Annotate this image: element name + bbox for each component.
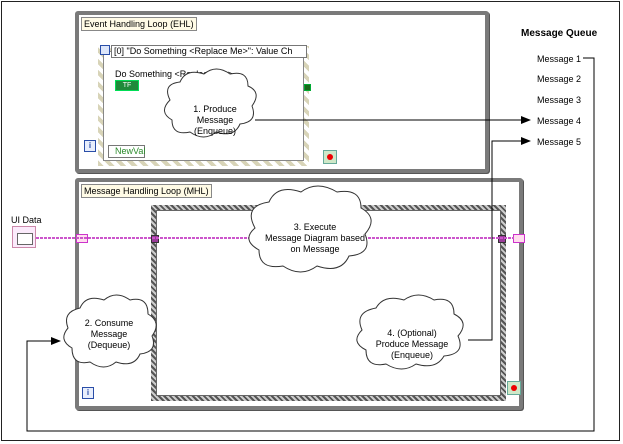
newval-label: NewVal xyxy=(115,146,146,156)
event-case-selector[interactable]: [0] "Do Something <Replace Me>": Value C… xyxy=(111,45,307,58)
mhl-iteration-icon: i xyxy=(82,387,94,399)
event-timeout-icon xyxy=(100,45,110,55)
message-queue-item: Message 5 xyxy=(537,137,582,147)
ehl-iteration-icon: i xyxy=(84,140,96,152)
document-icon xyxy=(17,233,33,245)
message-queue-item: Message 3 xyxy=(537,95,582,105)
ehl-label: Event Handling Loop (EHL) xyxy=(81,17,197,31)
message-queue-title: Message Queue xyxy=(521,28,598,39)
newval-node: NewVal xyxy=(108,145,145,158)
cloud-execute-text: 3. Execute Message Diagram based on Mess… xyxy=(264,222,366,254)
case-tunnel-right xyxy=(498,235,506,243)
event-right-tunnel xyxy=(304,84,311,91)
cloud-consume-text: 2. Consume Message (Dequeue) xyxy=(84,318,134,350)
boolean-terminal[interactable]: TF xyxy=(115,80,139,91)
control-label: Do Something <Replace Me> xyxy=(115,69,234,79)
mhl-label: Message Handling Loop (MHL) xyxy=(81,184,212,198)
message-queue-item: Message 4 xyxy=(537,116,582,126)
message-queue-item: Message 2 xyxy=(537,74,582,84)
shift-register-left xyxy=(76,234,88,243)
cloud-produce-text: 1. Produce Message (Enqueue) xyxy=(193,104,237,136)
case-tunnel-left xyxy=(151,235,159,243)
ui-data-terminal[interactable] xyxy=(12,226,36,248)
ui-data-label: UI Data xyxy=(11,215,42,225)
message-queue-item: Message 1 xyxy=(537,54,582,64)
mhl-stop-button[interactable] xyxy=(507,381,521,395)
cloud-optional-produce-text: 4. (Optional) Produce Message (Enqueue) xyxy=(375,328,449,360)
shift-register-right xyxy=(513,234,525,243)
ehl-stop-button[interactable] xyxy=(323,150,337,164)
